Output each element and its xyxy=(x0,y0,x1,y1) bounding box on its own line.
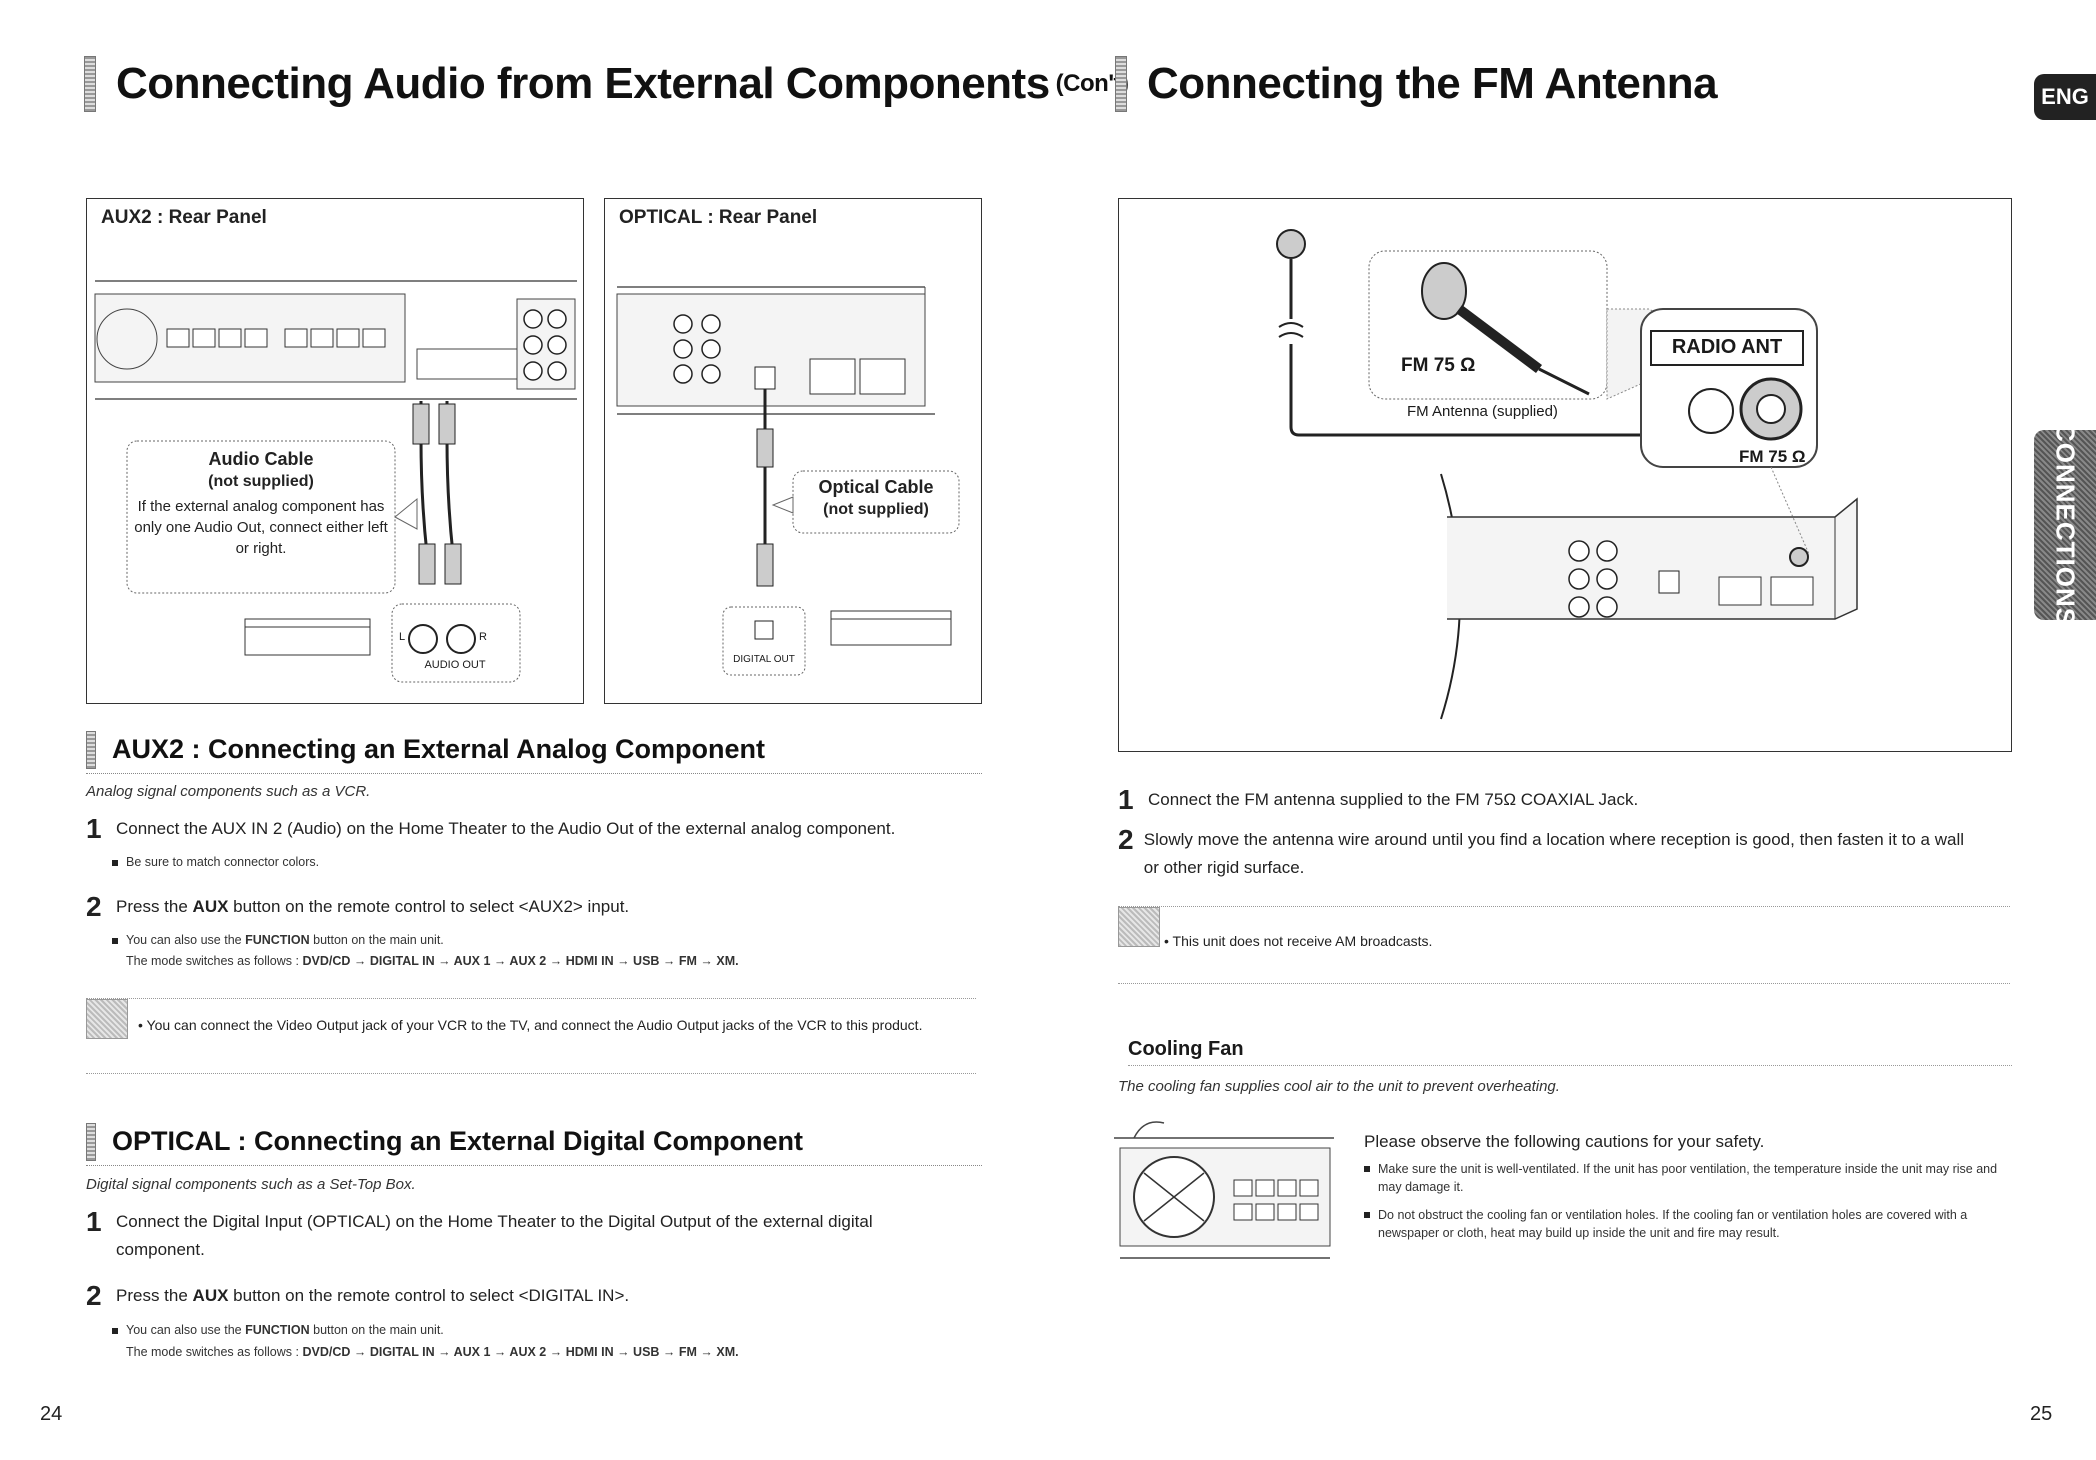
optical-function-bullet: You can also use the FUNCTION button on … xyxy=(112,1321,444,1339)
optical-step-2: 2 Press the AUX button on the remote con… xyxy=(86,1280,630,1311)
left-title-text: Connecting Audio from External Component… xyxy=(116,59,1050,108)
fm-step-1: 1 Connect the FM antenna supplied to the… xyxy=(1118,784,1639,815)
aux2-note-text: • You can connect the Video Output jack … xyxy=(138,1017,923,1033)
audio-out-caption: AUDIO OUT xyxy=(424,659,486,671)
audio-cable-title: Audio Cable xyxy=(208,449,314,469)
fm-antenna-diagram xyxy=(1276,229,1858,720)
audio-cable-note: If the external analog component has onl… xyxy=(134,498,388,557)
aux2-step-1: 1 Connect the AUX IN 2 (Audio) on the Ho… xyxy=(86,813,896,844)
cooling-fan-diagram xyxy=(1114,1121,1334,1259)
fm-step-2: 2 Slowly move the antenna wire around un… xyxy=(1118,824,1965,878)
aux2-section-heading: AUX2 : Connecting an External Analog Com… xyxy=(86,726,982,774)
aux2-mode-sequence: The mode switches as follows : DVD/CD → … xyxy=(126,954,739,968)
fm-antenna-caption: FM Antenna (supplied) xyxy=(1407,403,1558,420)
fm-antenna-figure: FM 75 Ω FM Antenna (supplied) RADIO ANT … xyxy=(1118,198,2012,752)
optical-step-1: 1 Connect the Digital Input (OPTICAL) on… xyxy=(86,1206,873,1260)
section-marker xyxy=(86,1122,96,1161)
left-page-title: Connecting Audio from External Component… xyxy=(84,56,1129,112)
language-tab: ENG xyxy=(2034,74,2096,120)
optical-section-heading: OPTICAL : Connecting an External Digital… xyxy=(86,1118,982,1166)
jack-l-label: L xyxy=(399,631,406,643)
aux2-step-2: 2 Press the AUX button on the remote con… xyxy=(86,891,630,922)
connections-tab: CONNECTIONS xyxy=(2034,423,2096,627)
aux2-note-box: • You can connect the Video Output jack … xyxy=(86,998,976,1074)
title-marker xyxy=(84,56,96,112)
note-icon xyxy=(1118,907,1160,947)
cooling-bullet-1: Make sure the unit is well-ventilated. I… xyxy=(1364,1160,2004,1196)
aux2-rear-panel-figure: AUX2 : Rear Panel Audio xyxy=(86,198,584,704)
jack-r-label: R xyxy=(479,631,487,643)
optical-mode-sequence: The mode switches as follows : DVD/CD → … xyxy=(126,1345,739,1359)
cooling-subtitle: The cooling fan supplies cool air to the… xyxy=(1118,1078,1560,1095)
page-number-right: 25 xyxy=(2030,1403,2053,1425)
aux2-panel-label: AUX2 : Rear Panel xyxy=(101,207,267,228)
aux2-subtitle: Analog signal components such as a VCR. xyxy=(86,783,371,800)
audio-cable-subtitle: (not supplied) xyxy=(208,473,314,490)
aux2-diagram xyxy=(94,280,577,683)
digital-out-caption: DIGITAL OUT xyxy=(733,654,795,665)
fm-75-jack-label: FM 75 Ω xyxy=(1739,447,1806,466)
fm-note-text: • This unit does not receive AM broadcas… xyxy=(1164,933,1433,949)
cooling-bullet-2: Do not obstruct the cooling fan or venti… xyxy=(1364,1206,2004,1242)
section-marker xyxy=(86,730,96,769)
fm-note-box: • This unit does not receive AM broadcas… xyxy=(1118,906,2010,984)
aux2-step1-bullet: Be sure to match connector colors. xyxy=(112,853,319,871)
radio-ant-label: RADIO ANT xyxy=(1671,336,1783,358)
optical-cable-subtitle: (not supplied) xyxy=(823,501,929,518)
right-page-title: Connecting the FM Antenna xyxy=(1115,56,1718,112)
fm-75-label: FM 75 Ω xyxy=(1401,355,1476,376)
optical-diagram xyxy=(616,286,960,676)
title-marker xyxy=(1115,56,1127,112)
page-number-left: 24 xyxy=(40,1403,63,1425)
note-icon xyxy=(86,999,128,1039)
cooling-fan-heading: Cooling Fan xyxy=(1128,1038,2012,1066)
right-title-text: Connecting the FM Antenna xyxy=(1147,59,1718,108)
aux2-function-bullet: You can also use the FUNCTION button on … xyxy=(112,931,444,949)
cooling-intro: Please observe the following cautions fo… xyxy=(1364,1132,1765,1151)
optical-subtitle: Digital signal components such as a Set-… xyxy=(86,1176,416,1193)
optical-cable-title: Optical Cable xyxy=(818,477,934,497)
optical-rear-panel-figure: OPTICAL : Rear Panel Optical Cable (not … xyxy=(604,198,982,704)
optical-panel-label: OPTICAL : Rear Panel xyxy=(619,207,818,228)
